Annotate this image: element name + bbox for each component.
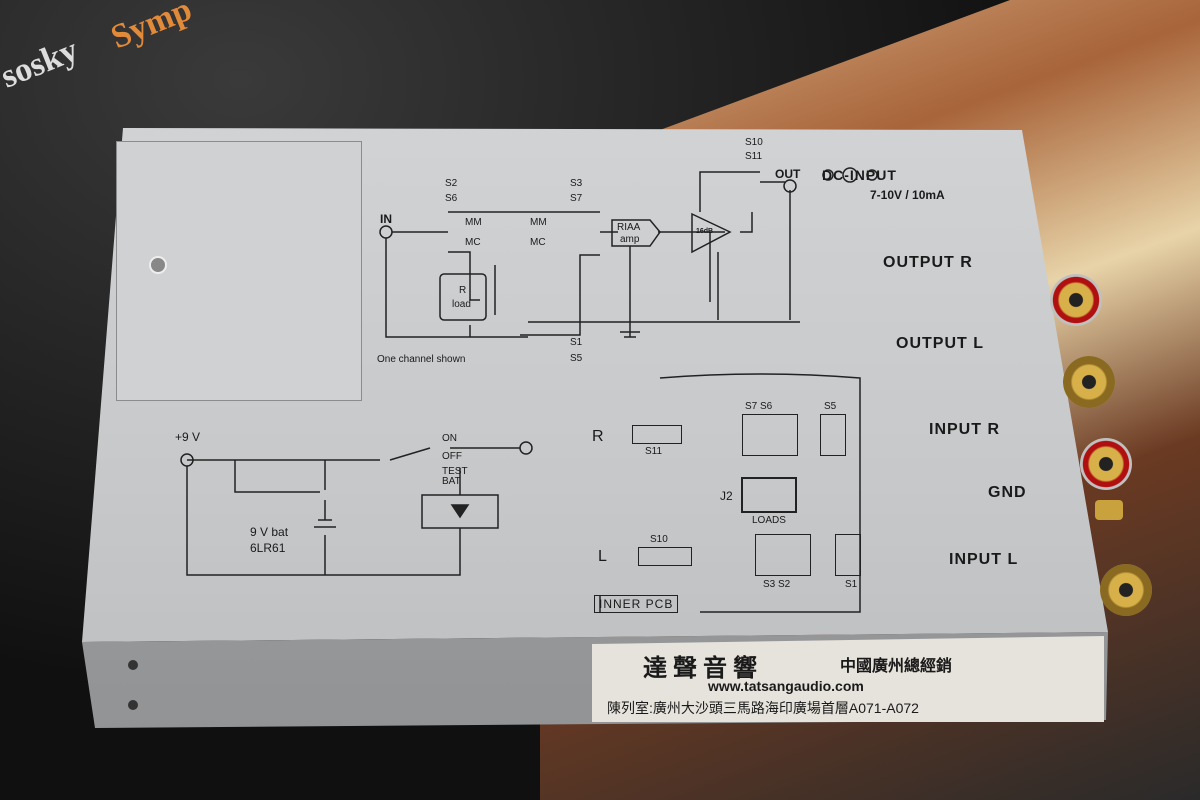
pcb-r: R [592,428,605,445]
jumper-s11 [632,425,682,444]
label-s6: S6 [445,193,458,204]
pcb-s5: S5 [824,401,837,412]
output-l-jack[interactable] [1063,356,1115,408]
label-in: IN [380,212,392,226]
label-rload-r: R [459,285,467,296]
j2-connector [741,477,797,513]
jumper-s7-s6 [742,414,798,456]
input-r-jack[interactable] [1080,438,1132,490]
label-mm-b: MM [530,217,547,228]
label-gain: 16dB [696,228,714,235]
switch-test: TEST [442,466,468,477]
jumper-s3-s2 [755,534,811,576]
jumper-s10 [638,547,692,566]
distributor-sticker [592,636,1104,722]
jumper-s5 [820,414,846,456]
pcb-l: L [598,548,608,565]
sticker-url[interactable]: www.tatsangaudio.com [708,678,864,694]
battery-label: 9 V bat [250,525,289,539]
label-s3: S3 [570,178,583,189]
label-rload-load: load [452,299,471,310]
label-mc-a: MC [530,237,546,248]
pcb-title: INNER PCB [594,595,679,613]
jumper-s1 [835,534,861,576]
label-amp: amp [620,234,640,245]
pcb-j2: J2 [720,489,733,503]
input-r-label: INPUT R [929,421,1000,438]
label-riaa: RIAA [617,222,641,233]
switch-bat: BAT [442,476,461,487]
sticker-distributor: 中國廣州總經銷 [840,658,953,675]
switch-off: OFF [442,451,462,462]
output-l-label: OUTPUT L [896,335,984,352]
screw-2 [128,700,138,710]
pcb-s11: S11 [645,446,663,457]
gnd-label: GND [988,484,1027,501]
door-screw [149,256,167,274]
label-mc-b: MC [465,237,481,248]
screw-1 [128,660,138,670]
sticker-brand: 達聲音響 [643,655,763,682]
schematic-note: One channel shown [377,354,466,365]
switch-on: ON [442,433,457,444]
input-l-jack[interactable] [1100,564,1152,616]
pcb-loads: LOADS [752,515,786,526]
label-s7: S7 [570,193,583,204]
output-r-jack[interactable] [1050,274,1102,326]
label-s11: S11 [745,151,763,162]
pcb-s10: S10 [650,534,668,545]
output-r-label: OUTPUT R [883,254,973,271]
input-l-label: INPUT L [949,551,1019,568]
label-s1: S1 [570,337,583,348]
dc-input-label: DC-INPUT [822,167,897,183]
battery-type: 6LR61 [250,541,286,555]
pcb-s1: S1 [845,579,858,590]
label-s10: S10 [745,137,763,148]
label-s2: S2 [445,178,458,189]
label-mm-a: MM [465,217,482,228]
label-plus9v: +9 V [175,430,201,444]
label-s5: S5 [570,353,583,364]
gnd-terminal[interactable] [1095,500,1123,520]
dc-input-spec: 7-10V / 10mA [870,188,945,202]
pcb-s3s2: S3 S2 [763,579,791,590]
pcb-s7s6: S7 S6 [745,401,773,412]
label-out: OUT [775,167,801,181]
sticker-address: 陳列室:廣州大沙頭三馬路海印廣場首層A071-A072 [607,700,919,716]
